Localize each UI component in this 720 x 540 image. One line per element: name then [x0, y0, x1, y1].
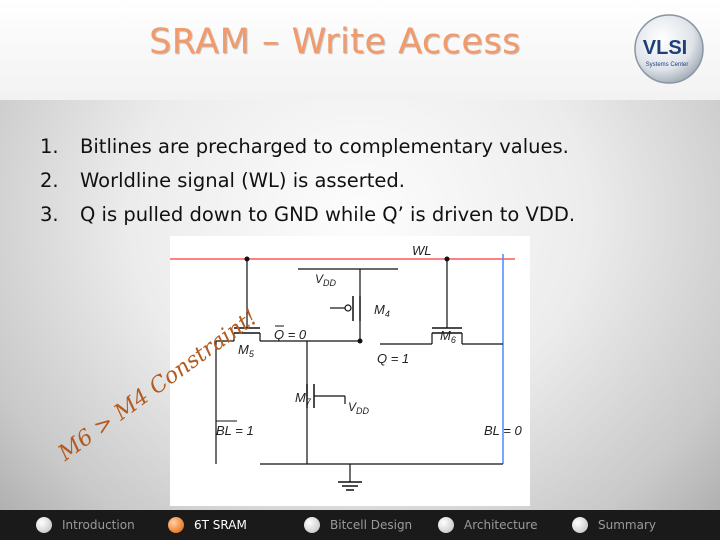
footer-nav-bar: Introduction 6T SRAM Bitcell Design Arch… — [0, 510, 720, 540]
slide-title: SRAM – Write Access — [149, 22, 521, 62]
bullet-item: 1. Bitlines are precharged to complementa… — [40, 130, 575, 164]
m6-m: M — [440, 328, 451, 343]
m7-label: M7 — [295, 390, 312, 407]
nav-dot-icon — [304, 517, 320, 533]
m5-m: M — [238, 342, 249, 357]
bl-bar-label: BL = 1 — [216, 423, 254, 438]
m4-bubble — [344, 304, 352, 312]
m4-sub: 4 — [385, 309, 390, 319]
q-high-label: Q = 1 — [377, 351, 409, 366]
nav-item-bitcell-design[interactable]: Bitcell Design — [304, 510, 412, 540]
vdd-gate-sub: DD — [356, 406, 369, 416]
m4-label: M4 — [374, 302, 390, 319]
m5-label: M5 — [238, 342, 255, 359]
vdd-v: V — [315, 272, 324, 286]
bullet-text: Bitlines are precharged to complementary… — [80, 135, 569, 158]
nav-item-6t-sram[interactable]: 6T SRAM — [168, 510, 247, 540]
bullet-number: 3. — [40, 203, 59, 226]
nav-label: Introduction — [62, 518, 135, 532]
bullet-text: Q is pulled down to GND while Q’ is driv… — [80, 203, 576, 226]
m7-sub: 7 — [306, 397, 312, 407]
bullet-number: 2. — [40, 169, 59, 192]
sram-write-circuit: WL VDD M5 Q = 0 M4 — [170, 236, 530, 506]
nav-label: Summary — [598, 518, 656, 532]
bullet-list: 1. Bitlines are precharged to complementa… — [40, 130, 575, 232]
nav-dot-icon — [438, 517, 454, 533]
bullet-number: 1. — [40, 135, 59, 158]
wl-label: WL — [412, 243, 432, 258]
m5-sub: 5 — [249, 349, 255, 359]
wl-node-right — [444, 256, 450, 262]
wl-node-left — [244, 256, 250, 262]
logo-text: VLSI — [643, 37, 687, 59]
nav-dot-icon — [572, 517, 588, 533]
m7-m: M — [295, 390, 306, 405]
m6-label: M6 — [440, 328, 456, 345]
nav-item-introduction[interactable]: Introduction — [36, 510, 135, 540]
vdd-label-gate: VDD — [348, 400, 370, 416]
vdd-sub: DD — [323, 278, 336, 288]
q-node-dot — [357, 338, 363, 344]
nav-item-summary[interactable]: Summary — [572, 510, 656, 540]
m4-m: M — [374, 302, 385, 317]
nav-label: Architecture — [464, 518, 538, 532]
nav-label: 6T SRAM — [194, 518, 247, 532]
bullet-item: 2. Worldline signal (WL) is asserted. — [40, 164, 575, 198]
logo-subtext: Systems Center — [646, 62, 689, 68]
q-low-label: Q = 0 — [274, 327, 307, 342]
bullet-text: Worldline signal (WL) is asserted. — [80, 169, 405, 192]
bl-label: BL = 0 — [484, 423, 522, 438]
nav-dot-icon — [36, 517, 52, 533]
vdd-label-top: VDD — [315, 272, 337, 288]
vdd-gate-v: V — [348, 400, 357, 414]
bullet-item: 3. Q is pulled down to GND while Q’ is dr… — [40, 198, 575, 232]
nav-item-architecture[interactable]: Architecture — [438, 510, 537, 540]
title-band — [0, 0, 720, 100]
m6-sub: 6 — [451, 335, 456, 345]
nav-label: Bitcell Design — [330, 518, 413, 532]
nav-dot-active-icon — [168, 517, 184, 533]
vlsi-logo-icon: VLSI Systems Center — [634, 14, 704, 84]
